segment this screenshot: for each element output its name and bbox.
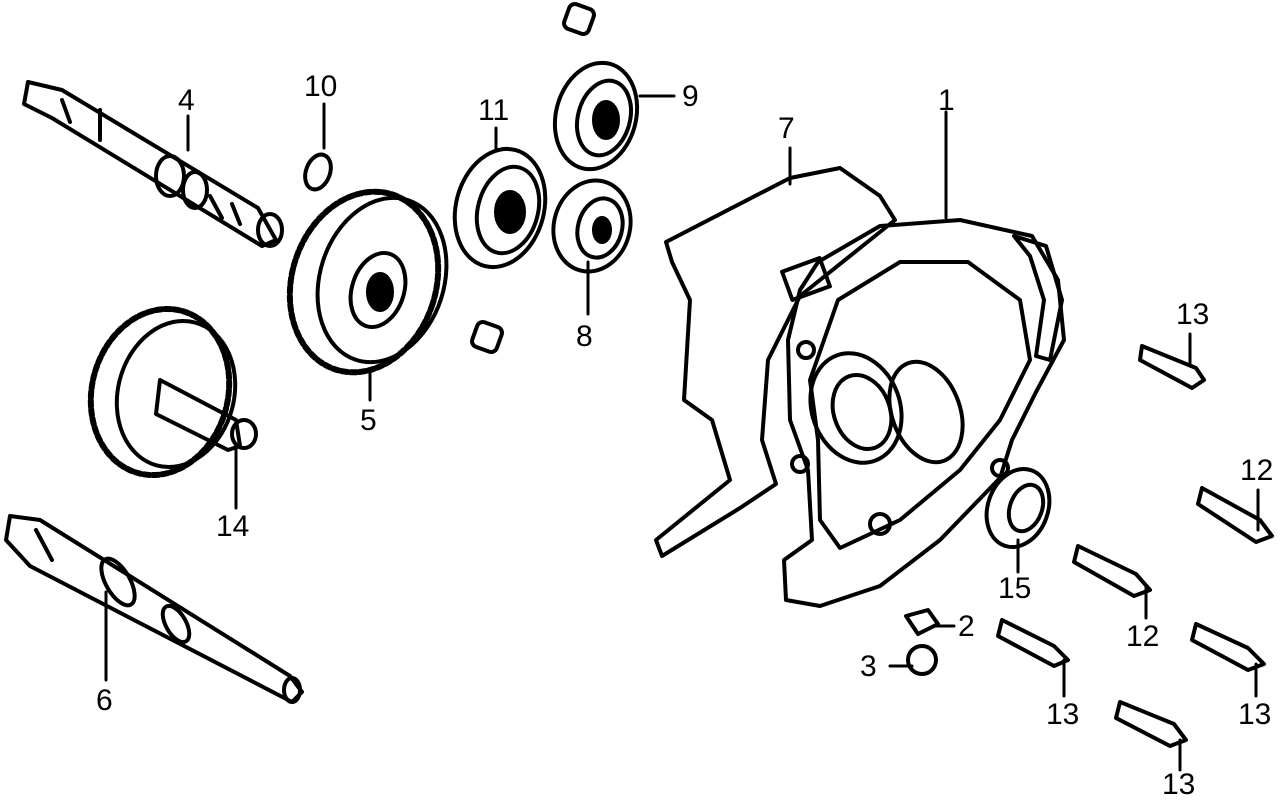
drive-gear: [286, 188, 449, 376]
callout-10: 10: [304, 70, 338, 103]
bearing-8: [551, 178, 633, 274]
callout-15: 15: [998, 572, 1032, 605]
drain-bolt: [906, 644, 938, 676]
callout-1: 1: [938, 84, 955, 117]
leader-lines: [104, 94, 1260, 772]
callout-8: 8: [576, 320, 593, 353]
dowel-pin: [470, 320, 504, 354]
washer: [904, 608, 940, 636]
callout-13-b: 13: [1046, 698, 1080, 731]
transmission-cover: [780, 218, 1066, 608]
callout-11: 11: [478, 94, 510, 127]
callout-12-a: 12: [1240, 454, 1274, 487]
counter-gear: [87, 305, 258, 479]
callout-12-b: 12: [1126, 620, 1160, 653]
callout-4: 4: [178, 84, 195, 117]
bearing-9: [552, 60, 640, 172]
oil-seal: [984, 467, 1052, 549]
output-shaft: [4, 514, 304, 704]
callout-13-a: 13: [1176, 298, 1210, 331]
callout-13-c: 13: [1238, 698, 1272, 731]
dowel-pin: [562, 2, 596, 36]
circlip: [303, 152, 333, 192]
callout-14: 14: [216, 510, 250, 543]
callout-5: 5: [360, 404, 377, 437]
callout-9: 9: [682, 80, 699, 113]
bearing-11: [452, 146, 548, 270]
callout-2: 2: [958, 610, 975, 643]
cover-gasket: [654, 166, 897, 558]
callout-3: 3: [860, 650, 877, 683]
callout-7: 7: [778, 112, 795, 145]
main-shaft: [22, 80, 284, 248]
callout-13-d: 13: [1162, 768, 1196, 800]
callout-6: 6: [96, 684, 113, 717]
bolts: [996, 344, 1274, 748]
